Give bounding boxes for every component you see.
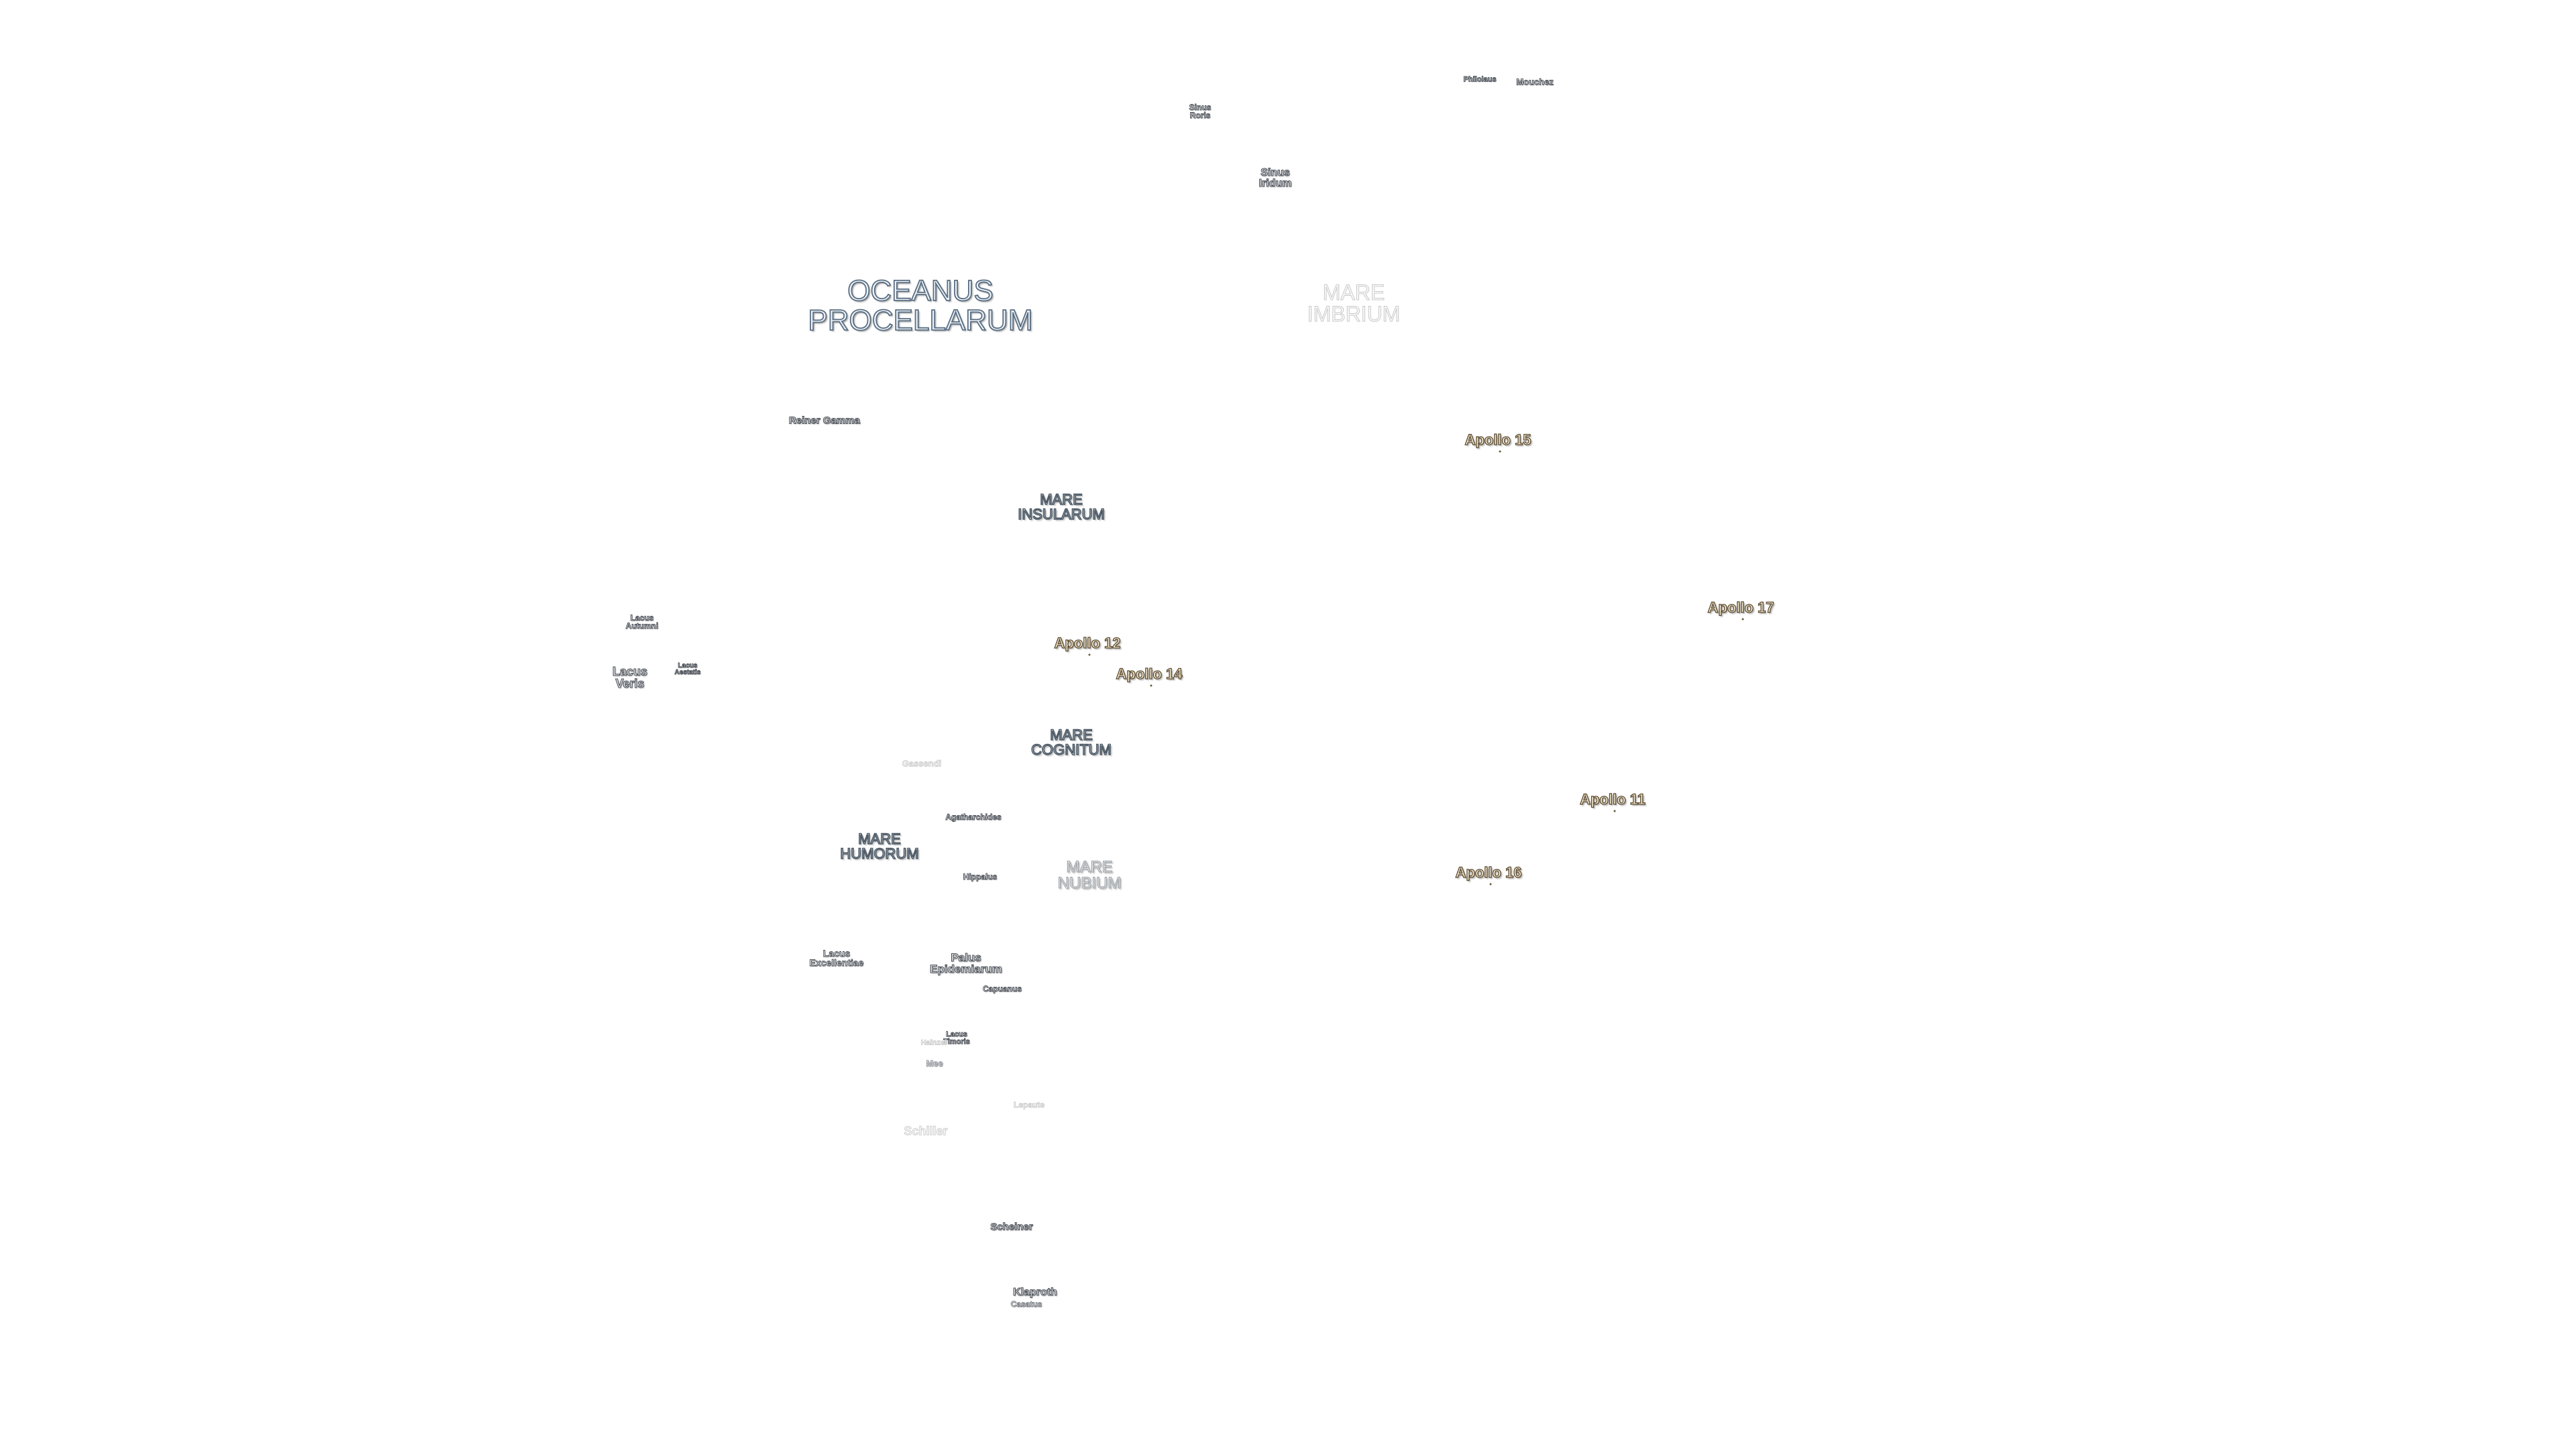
label-mee: Mee [926,1058,943,1069]
label-apollo-17[interactable]: Apollo 17 [1707,599,1774,616]
label-klaproth: Klaproth [1013,1287,1058,1298]
apollo-12-marker[interactable] [1088,653,1091,656]
label-apollo-11[interactable]: Apollo 11 [1579,791,1646,808]
apollo-17-marker[interactable] [1741,618,1744,621]
label-gassendi: Gassendi [902,758,942,769]
label-mare-cognitum: MARE COGNITUM [1030,727,1112,758]
label-mare-imbrium: MARE IMBRIUM [1307,280,1401,326]
apollo-16-marker[interactable] [1489,883,1492,885]
apollo-15-marker[interactable] [1499,450,1501,453]
label-mare-nubium: MARE NUBIUM [1057,858,1122,892]
label-casatus: Casatus [1010,1299,1042,1309]
label-lacus-aestatis: Lacus Aestatis [674,662,701,676]
label-apollo-14[interactable]: Apollo 14 [1116,665,1183,682]
label-palus-epidemiarum: Palus Epidemiarum [930,951,1003,975]
label-philolaus: Philolaus [1463,75,1497,84]
label-schiller: Schiller [904,1124,948,1138]
label-mare-insularum: MARE INSULARUM [1017,491,1105,523]
label-mouchez: Mouchez [1516,76,1554,87]
label-oceanus-procellarum: OCEANUS PROCELLARUM [808,274,1034,337]
label-scheiner: Scheiner [990,1221,1033,1233]
apollo-14-marker[interactable] [1150,684,1152,687]
label-sinus-roris: Sinus Roris [1189,103,1212,120]
label-hippalus: Hippalus [963,872,998,881]
label-lacus-autumni: Lacus Autumni [625,613,659,631]
apollo-11-marker[interactable] [1613,810,1616,812]
label-reiner-gamma: Reiner Gamma [789,415,861,427]
label-lepaute: Lepaute [1013,1100,1045,1110]
label-apollo-12[interactable]: Apollo 12 [1054,635,1121,651]
label-hainzel: Hainzel [920,1038,947,1047]
label-apollo-16[interactable]: Apollo 16 [1455,864,1522,881]
label-lacus-timoris: Lacus Timoris [943,1030,970,1046]
label-lacus-veris: Lacus Veris [612,665,648,690]
label-lacus-excellentiae: Lacus Excellentiae [809,948,864,968]
label-apollo-15[interactable]: Apollo 15 [1464,431,1532,448]
label-capuanus: Capuanus [982,984,1022,994]
label-agatharchides: Agatharchides [945,812,1002,822]
label-mare-humorum: MARE HUMORUM [840,830,920,862]
label-sinus-iridum: Sinus Iridum [1258,167,1292,189]
